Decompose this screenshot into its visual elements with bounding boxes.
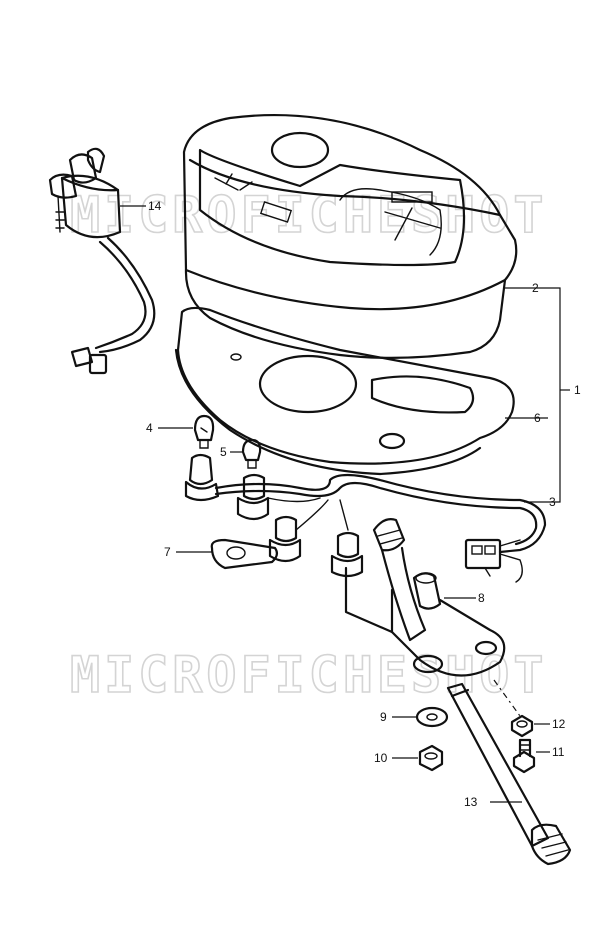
callout-10: 10: [374, 751, 388, 765]
callout-5: 5: [220, 445, 227, 459]
watermark-top: MICROFICHESHOT: [70, 186, 547, 244]
callout-3: 3: [549, 495, 556, 509]
washer[interactable]: [392, 706, 449, 728]
nut[interactable]: [392, 744, 444, 772]
callout-2: 2: [532, 281, 539, 295]
speedometer-case[interactable]: [182, 114, 548, 359]
callout-4: 4: [146, 421, 153, 435]
wiring-harness[interactable]: [184, 453, 548, 583]
callout-12: 12: [552, 717, 566, 731]
bulb-4[interactable]: [158, 414, 215, 449]
ignition-switch[interactable]: [48, 147, 156, 375]
callout-7: 7: [164, 545, 171, 559]
callouts: 1 2 3 4 5 6 7 8 9 10 11 12 13 14: [120, 199, 581, 809]
bulb-5[interactable]: [230, 438, 262, 469]
callout-13: 13: [464, 795, 478, 809]
bracket[interactable]: [176, 538, 279, 570]
callout-6: 6: [534, 411, 541, 425]
speedometer-lower-case[interactable]: [174, 306, 548, 476]
lock-nut[interactable]: [493, 679, 550, 738]
callout-8: 8: [478, 591, 485, 605]
speedometer-cable[interactable]: [446, 682, 572, 866]
callout-14: 14: [148, 199, 162, 213]
callout-11: 11: [552, 745, 565, 759]
callout-1: 1: [574, 383, 581, 397]
bolt[interactable]: [512, 738, 550, 774]
assembly-bracket-line: [548, 287, 570, 503]
callout-9: 9: [380, 710, 387, 724]
watermark-bottom: MICROFICHESHOT: [70, 646, 547, 704]
meter-bracket[interactable]: [344, 518, 506, 677]
